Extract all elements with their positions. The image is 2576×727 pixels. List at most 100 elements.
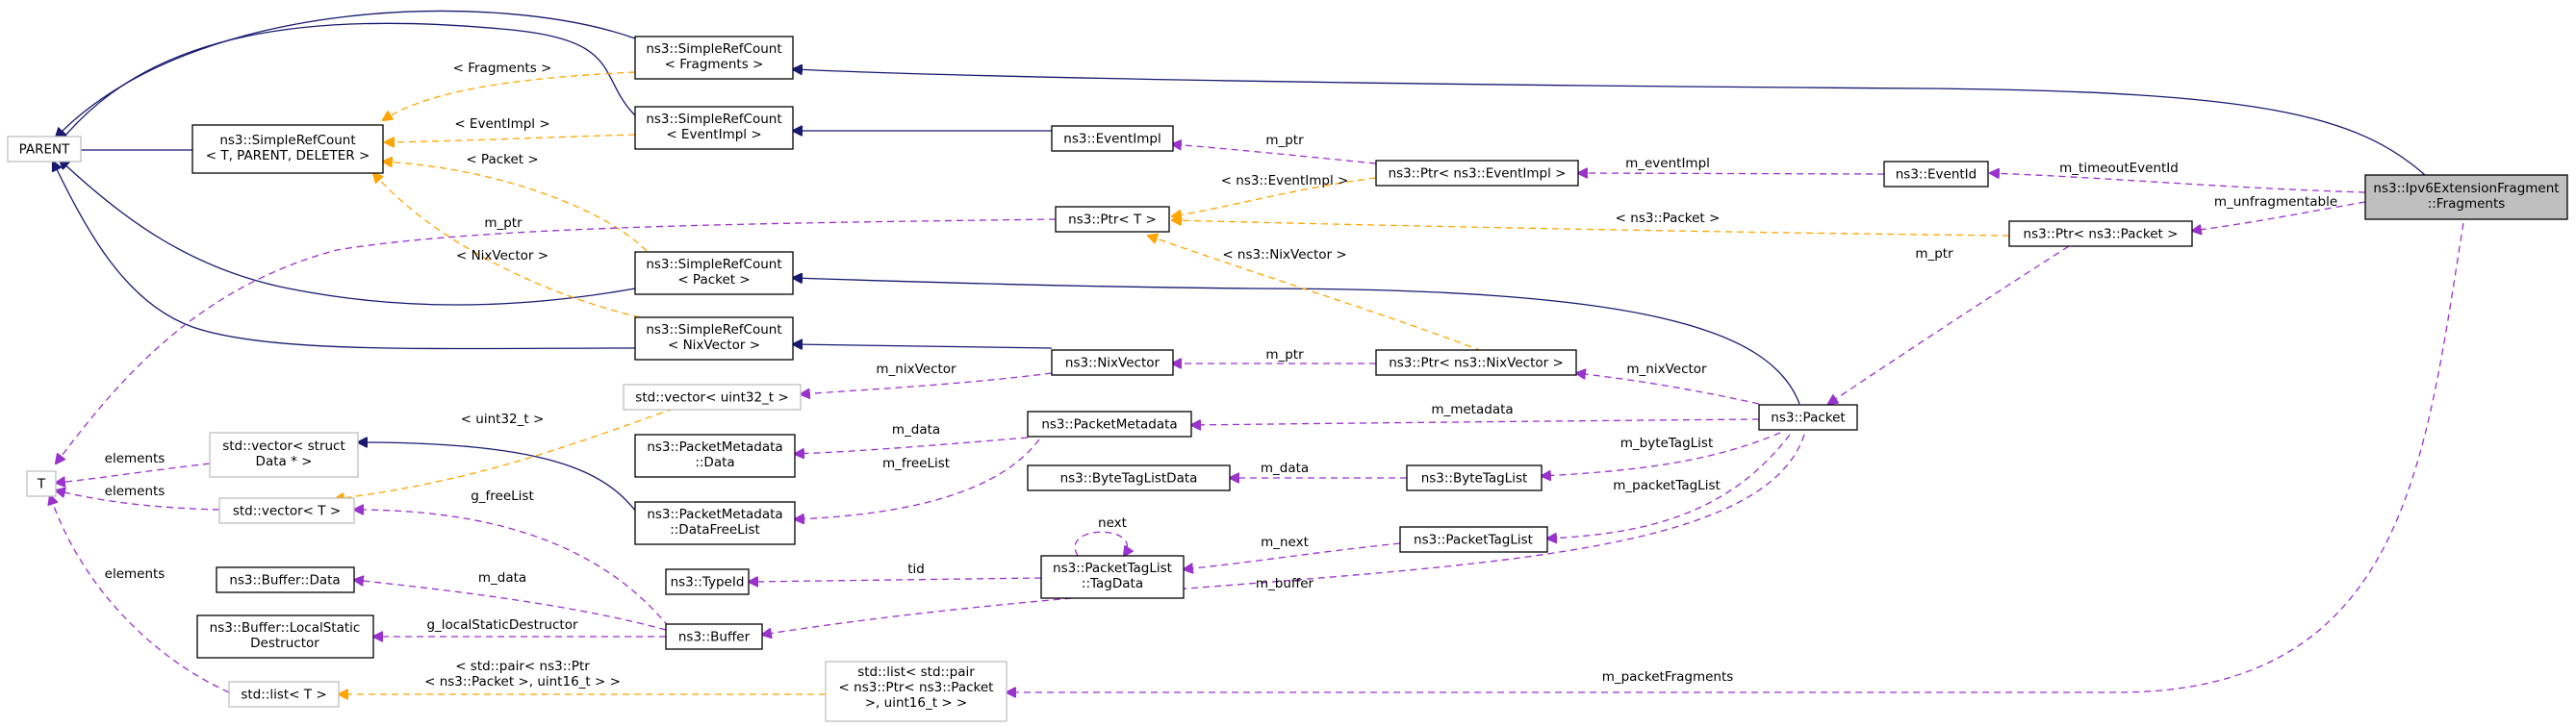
text-line: m_ptr <box>484 215 523 231</box>
node-buffer-data[interactable]: ns3::Buffer::Data <box>216 566 355 593</box>
svg-text:ns3::SimpleRefCount< Packet >: ns3::SimpleRefCount< Packet > <box>646 257 781 288</box>
text-line: m_freeList <box>882 456 950 471</box>
text-line: ::Fragments <box>2428 196 2506 212</box>
text-line: Destructor <box>250 636 319 651</box>
text-line: ns3::NixVector <box>1065 356 1160 371</box>
edge-label-tpl-pair: < std::pair< ns3::Ptr< ns3::Packet >, ui… <box>424 659 621 689</box>
svg-text:std::vector< uint32_t >: std::vector< uint32_t > <box>635 390 788 406</box>
inherit-src-nixvector-to-parent <box>53 162 636 350</box>
svg-text:T: T <box>37 477 46 492</box>
node-vector-t[interactable]: std::vector< T > <box>218 497 355 524</box>
node-packettaglist-tagdata[interactable]: ns3::PacketTagList::TagData <box>1040 555 1185 599</box>
text-line: ns3::EventId <box>1896 167 1977 183</box>
use-m-ptr-t <box>56 218 1057 464</box>
text-line: g_localStaticDestructor <box>426 617 577 633</box>
text-line: ns3::Ptr< ns3::Packet > <box>2024 227 2179 242</box>
node-nixvector[interactable]: ns3::NixVector <box>1051 349 1174 376</box>
node-simplerefcount-eventimpl[interactable]: ns3::SimpleRefCount< EventImpl > <box>634 106 794 150</box>
text-line: < NixVector > <box>456 248 548 263</box>
node-simplerefcount-t-parent-deleter[interactable]: ns3::SimpleRefCount< T, PARENT, DELETER … <box>191 124 384 174</box>
node-ipv6extensionfragment-fragments[interactable]: ns3::Ipv6ExtensionFragment::Fragments <box>2364 174 2568 220</box>
text-line: std::vector< struct <box>222 439 345 454</box>
text-line: ns3::Packet <box>1771 411 1845 426</box>
node-list-pair[interactable]: std::list< std::pair< ns3::Ptr< ns3::Pac… <box>825 661 1007 722</box>
node-t[interactable]: T <box>26 470 57 497</box>
edge-label-m-freelist: m_freeList <box>882 456 950 471</box>
node-ptr-t[interactable]: ns3::Ptr< T > <box>1055 206 1170 233</box>
node-bytetaglist[interactable]: ns3::ByteTagList <box>1406 464 1543 491</box>
text-line: ns3::ByteTagList <box>1421 471 1528 487</box>
text-line: ns3::SimpleRefCount <box>219 133 355 148</box>
use-m-data-buf <box>354 580 667 631</box>
svg-text:ns3::Ptr< T >: ns3::Ptr< T > <box>1068 213 1157 228</box>
svg-text:ns3::Packet: ns3::Packet <box>1771 411 1845 426</box>
inherit-nixvector-to-src-nixvector <box>793 344 1053 348</box>
node-buffer[interactable]: ns3::Buffer <box>665 623 763 650</box>
svg-text:ns3::Buffer: ns3::Buffer <box>678 630 751 645</box>
text-line: std::vector< T > <box>233 504 341 519</box>
edge-label-m-timeouteventid: m_timeoutEventId <box>2059 161 2179 176</box>
text-line: ns3::PacketMetadata <box>647 439 782 455</box>
use-m-ptr-eventimpl <box>1172 144 1377 164</box>
text-line: m_next <box>1261 535 1309 550</box>
tpl-src-fragments <box>383 71 636 120</box>
svg-text:ns3::SimpleRefCount< EventImpl: ns3::SimpleRefCount< EventImpl > <box>646 112 781 142</box>
node-ptr-eventimpl[interactable]: ns3::Ptr< ns3::EventImpl > <box>1375 160 1579 187</box>
node-bytetaglistdata[interactable]: ns3::ByteTagListData <box>1027 464 1231 491</box>
node-packetmetadata-data[interactable]: ns3::PacketMetadata::Data <box>634 434 796 478</box>
node-typeid[interactable]: ns3::TypeId <box>665 568 750 595</box>
edge-label-tpl-uint32: < uint32_t > <box>461 412 545 427</box>
node-vector-uint32[interactable]: std::vector< uint32_t > <box>623 384 802 411</box>
text-line: ns3::SimpleRefCount <box>646 41 781 57</box>
text-line: ns3::SimpleRefCount <box>646 322 781 338</box>
use-elements-vector <box>56 490 220 511</box>
use-elements-list <box>50 495 230 693</box>
node-eventid[interactable]: ns3::EventId <box>1883 161 1989 188</box>
node-list-t[interactable]: std::list< T > <box>228 681 340 708</box>
edge-label-tpl-packet: < Packet > <box>466 152 538 167</box>
text-line: < Fragments > <box>453 61 552 76</box>
text-line: ns3::Ptr< T > <box>1068 213 1157 228</box>
tpl-uint32 <box>335 408 675 499</box>
node-packetmetadata-datafreelist[interactable]: ns3::PacketMetadata::DataFreeList <box>634 501 796 545</box>
use-m-nixvector-vec <box>801 372 1053 394</box>
node-simplerefcount-fragments[interactable]: ns3::SimpleRefCount< Fragments > <box>634 36 794 80</box>
text-line: ns3::TypeId <box>671 575 745 590</box>
text-line: ::TagData <box>1082 576 1143 591</box>
text-line: m_data <box>478 570 526 586</box>
node-simplerefcount-nixvector[interactable]: ns3::SimpleRefCount< NixVector > <box>634 316 794 361</box>
node-simplerefcount-packet[interactable]: ns3::SimpleRefCount< Packet > <box>634 251 794 295</box>
svg-text:ns3::PacketMetadata::Data: ns3::PacketMetadata::Data <box>647 439 782 470</box>
use-elements-struct <box>56 463 211 483</box>
text-line: m_unfragmentable <box>2214 194 2337 210</box>
text-line: m_ptr <box>1915 246 1953 262</box>
text-line: PARENT <box>19 142 71 158</box>
text-line: < ns3::Ptr< ns3::Packet <box>839 680 994 695</box>
text-line: g_freeList <box>471 489 534 504</box>
edge-label-m-buffer: m_buffer <box>1256 576 1314 591</box>
node-packetmetadata[interactable]: ns3::PacketMetadata <box>1027 411 1192 438</box>
svg-text:ns3::EventImpl: ns3::EventImpl <box>1063 132 1160 147</box>
node-packet[interactable]: ns3::Packet <box>1758 404 1858 431</box>
use-m-unfragmentable <box>2192 201 2366 231</box>
inherit-src-packet-to-parent <box>60 160 636 306</box>
edge-label-elements-list: elements <box>105 566 166 582</box>
node-ptr-packet[interactable]: ns3::Ptr< ns3::Packet > <box>2008 220 2193 247</box>
svg-text:ns3::Ptr< ns3::Packet >: ns3::Ptr< ns3::Packet > <box>2024 227 2179 242</box>
node-parent[interactable]: PARENT <box>7 136 82 163</box>
svg-text:ns3::EventId: ns3::EventId <box>1896 167 1977 183</box>
svg-text:ns3::Ipv6ExtensionFragment::Fr: ns3::Ipv6ExtensionFragment::Fragments <box>2373 181 2559 212</box>
text-line: ns3::Ptr< ns3::NixVector > <box>1389 356 1564 371</box>
text-line: Data * > <box>256 454 313 469</box>
use-m-packettaglist <box>1547 434 1791 539</box>
node-ptr-nixvector[interactable]: ns3::Ptr< ns3::NixVector > <box>1375 349 1577 376</box>
edge-label-elements-struct: elements <box>105 451 166 466</box>
node-packettaglist[interactable]: ns3::PacketTagList <box>1399 526 1548 553</box>
text-line: next <box>1098 515 1127 531</box>
text-line: elements <box>105 484 166 499</box>
node-eventimpl[interactable]: ns3::EventImpl <box>1051 125 1174 152</box>
